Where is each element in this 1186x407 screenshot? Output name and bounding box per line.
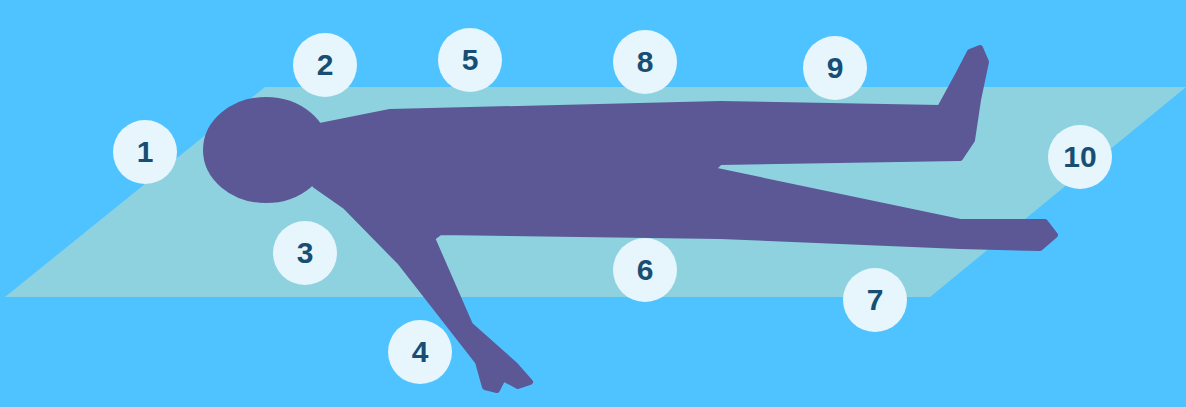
circle-shape [293,33,357,97]
callout-number: 9 [827,53,844,83]
circle-shape [273,221,337,285]
callout-circle: 4 [387,319,453,385]
callout-circle: 6 [612,237,678,303]
circle-shape [1048,125,1112,189]
callout-circle: 3 [272,220,338,286]
callout-circle: 9 [802,35,868,101]
callout-number: 7 [867,285,884,315]
circle-shape [803,36,867,100]
circle-shape [613,30,677,94]
callout-circle: 8 [612,29,678,95]
callout-number: 3 [297,238,314,268]
callout-number: 8 [637,47,654,77]
callout-number: 2 [317,50,334,80]
circle-shape [388,320,452,384]
callout-number: 1 [137,137,154,167]
callout-number: 10 [1063,142,1096,172]
callout-number: 5 [462,45,479,75]
circle-shape [613,238,677,302]
circle-shape [843,268,907,332]
callout-number: 4 [412,337,429,367]
circle-shape [438,28,502,92]
callout-circle: 2 [292,32,358,98]
callout-circle: 5 [437,27,503,93]
callout-circle: 10 [1047,124,1113,190]
callout-circle: 7 [842,267,908,333]
callout-number: 6 [637,255,654,285]
circle-shape [113,120,177,184]
body-silhouette [206,48,1055,390]
callout-circle: 1 [112,119,178,185]
